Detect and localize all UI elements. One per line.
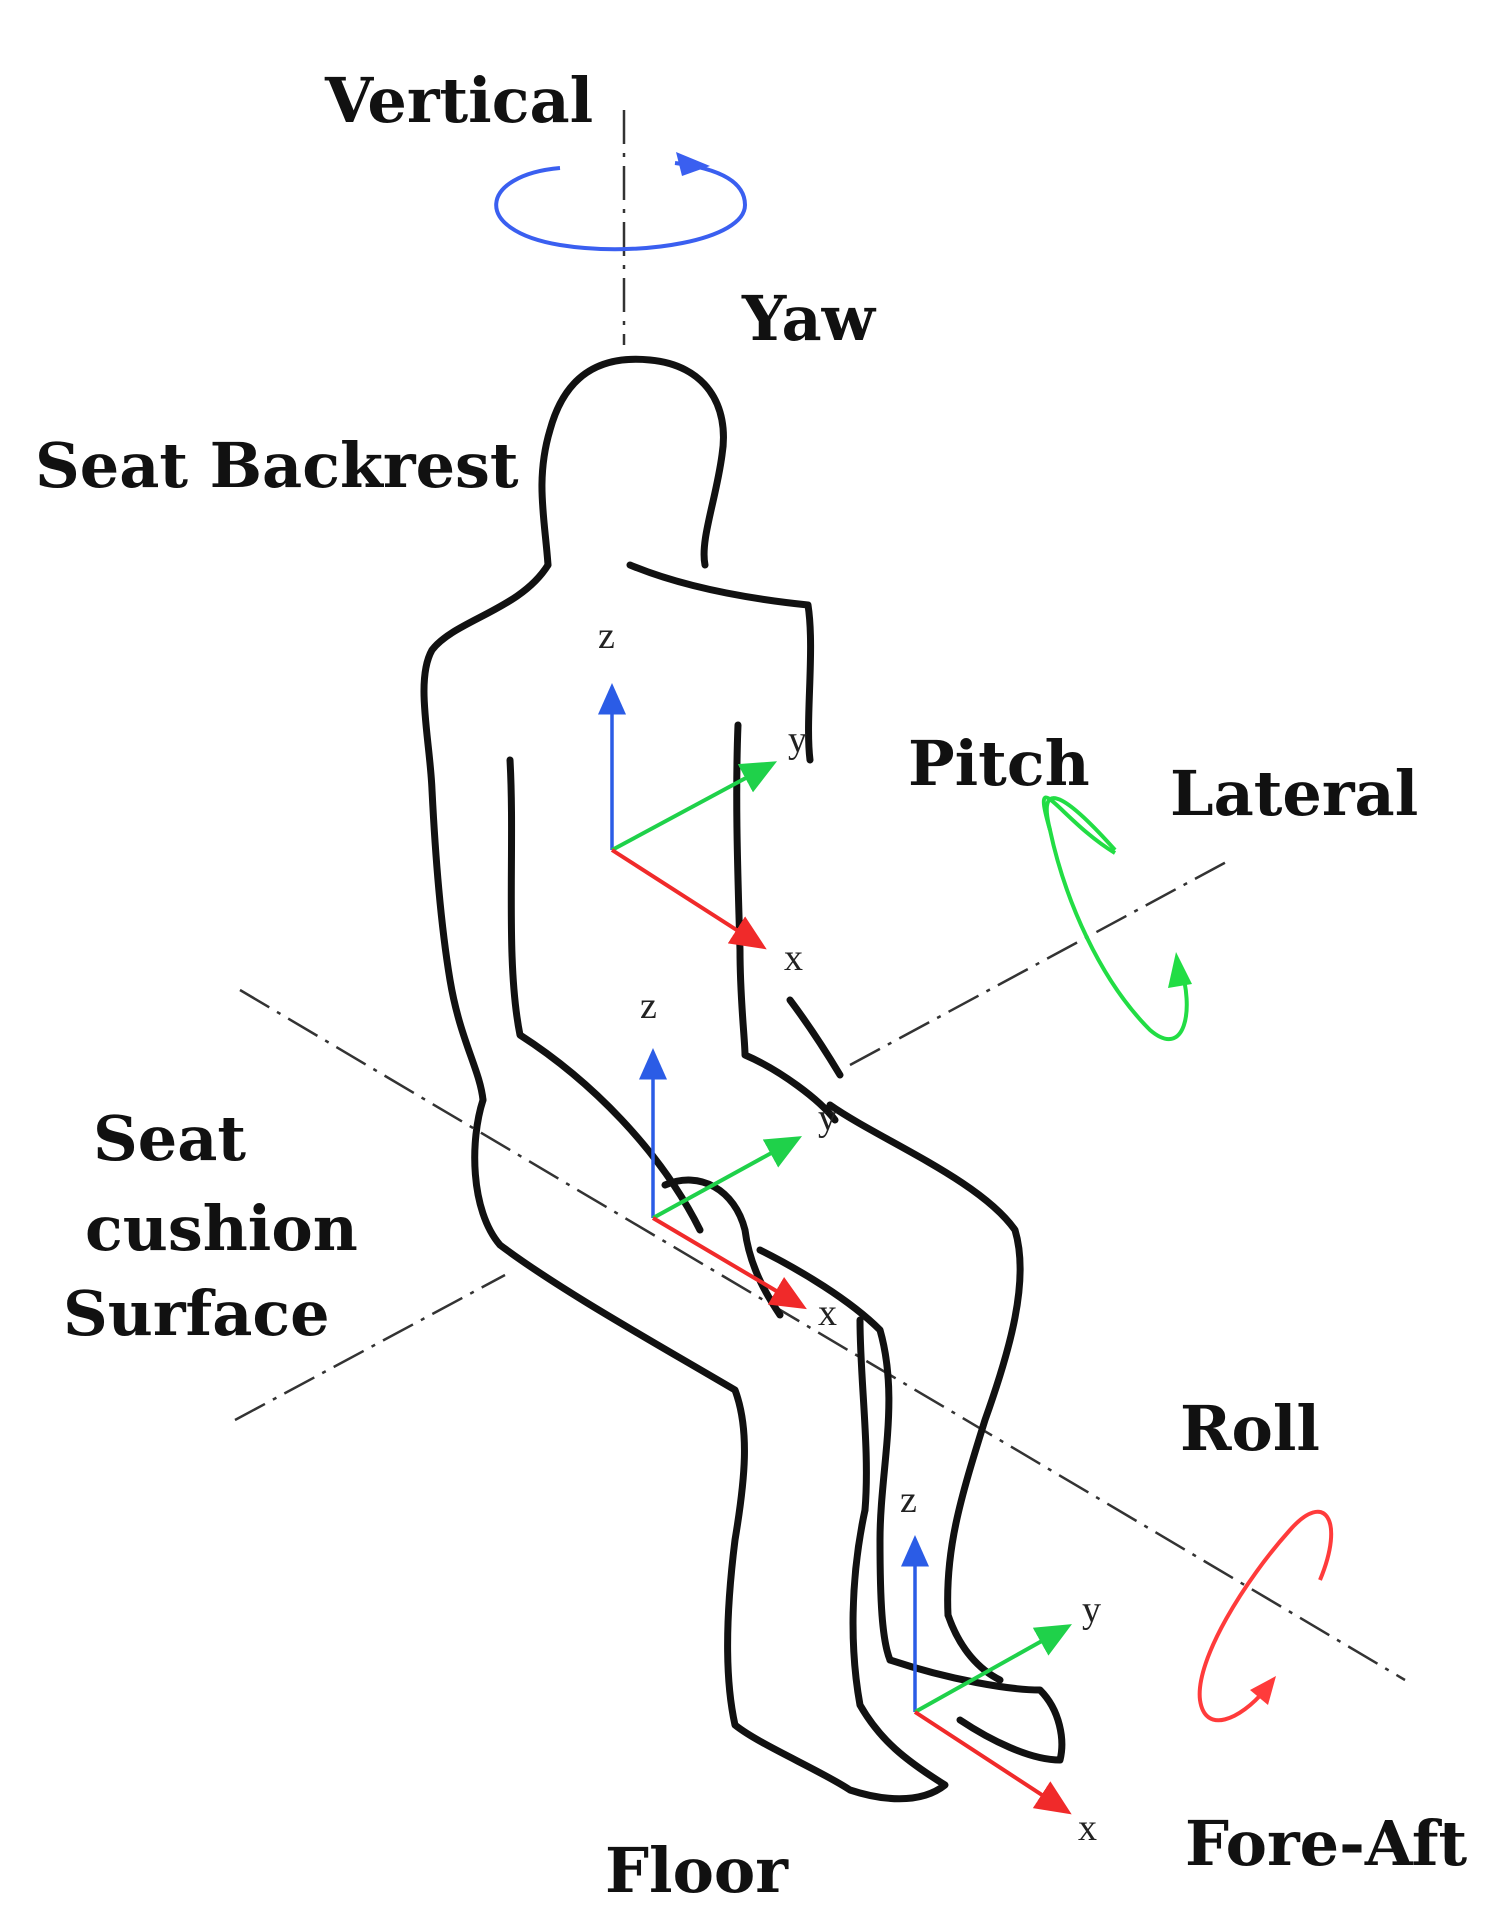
- floor-z-label: z: [900, 1479, 917, 1521]
- yaw-label: Yaw: [741, 282, 877, 355]
- cushion-y-axis: [652, 1136, 803, 1220]
- roll-label: Roll: [1180, 1392, 1320, 1465]
- vertical-label: Vertical: [324, 64, 593, 137]
- cushion-y-label: y: [818, 1097, 837, 1139]
- pitch-label: Pitch: [908, 727, 1090, 800]
- pitch-rotation-arrow: [1041, 795, 1189, 1042]
- pitch-arrowhead: [1168, 952, 1192, 988]
- backrest-z-label: z: [598, 615, 615, 657]
- roll-rotation-arrow: [1197, 1509, 1334, 1723]
- backrest-x-label: x: [784, 937, 803, 979]
- backrest-x-axis: [610, 848, 767, 950]
- seat-cushion-label-line2: cushion: [85, 1192, 358, 1265]
- floor-label: Floor: [605, 1834, 789, 1907]
- seated-person-outline: [420, 355, 1066, 1803]
- floor-x-label: x: [1078, 1807, 1097, 1849]
- backrest-coordinate-frame: z y x: [598, 615, 807, 979]
- fore-aft-label: Fore-Aft: [1185, 1807, 1468, 1880]
- seat-backrest-label: Seat Backrest: [35, 429, 519, 502]
- seat-cushion-label-line3: Surface: [63, 1277, 330, 1350]
- lateral-label: Lateral: [1170, 757, 1418, 830]
- pitch-axis-line: [849, 858, 1231, 1067]
- cushion-x-axis: [651, 1216, 807, 1310]
- floor-y-label: y: [1082, 1589, 1101, 1631]
- cushion-x-label: x: [818, 1292, 837, 1334]
- floor-coordinate-frame: z y x: [900, 1479, 1101, 1849]
- backrest-y-label: y: [788, 719, 807, 761]
- backrest-y-axis: [611, 761, 778, 852]
- pitch-rotation-arrow-top: [1044, 796, 1117, 852]
- lateral-axis-line: [239, 988, 1406, 1682]
- roll-arrowhead: [1250, 1676, 1276, 1705]
- yaw-rotation-arrow: [494, 161, 748, 252]
- fore-aft-axis-line: [234, 1273, 506, 1422]
- cushion-coordinate-frame: z y x: [639, 985, 837, 1334]
- floor-y-axis: [914, 1624, 1072, 1714]
- yaw-arrowhead: [676, 152, 710, 176]
- seat-cushion-label-line1: Seat: [93, 1102, 246, 1175]
- cushion-z-label: z: [640, 985, 657, 1027]
- floor-x-axis: [913, 1710, 1072, 1815]
